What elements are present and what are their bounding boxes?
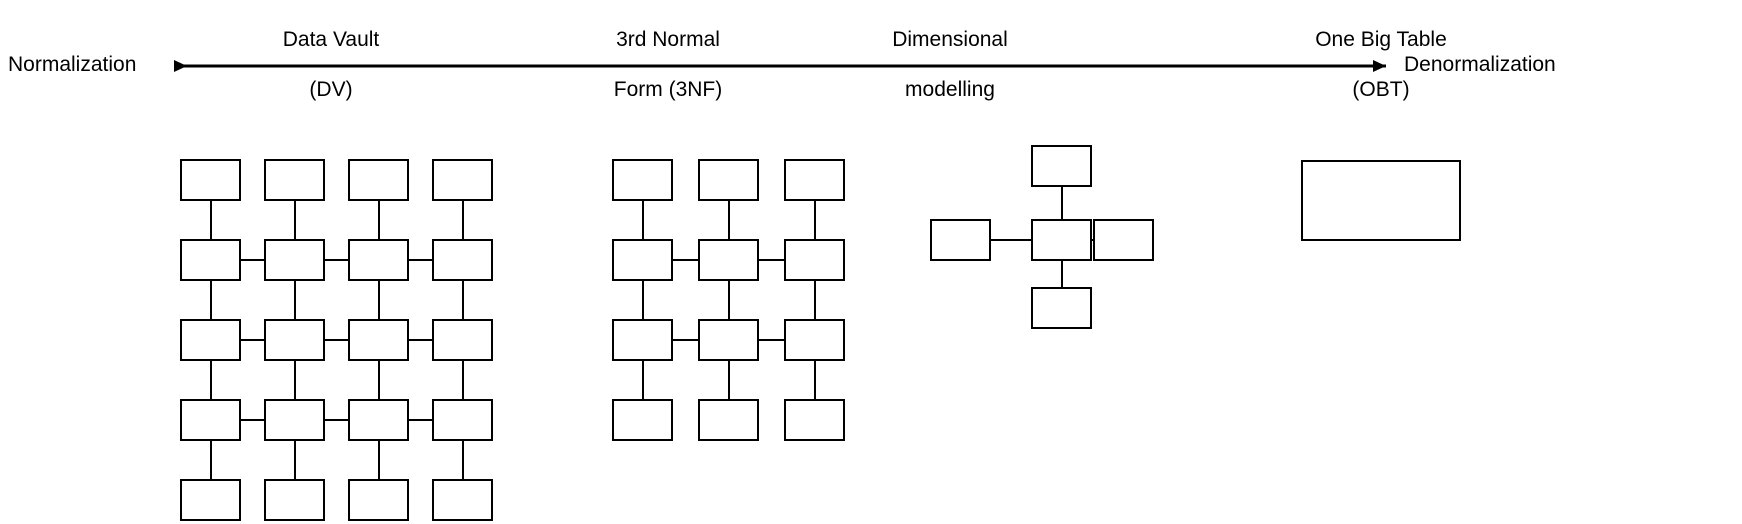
entity-box <box>432 239 493 281</box>
dimension-box-right <box>1093 219 1154 261</box>
edge-horizontal <box>325 339 348 341</box>
edge-horizontal <box>759 259 784 261</box>
column-caption-third-normal-form: 3rd Normal Form (3NF) <box>538 2 798 127</box>
edge-horizontal <box>241 259 264 261</box>
edge-vertical <box>378 201 380 239</box>
edge-vertical <box>462 441 464 479</box>
entity-box <box>264 399 325 441</box>
entity-box <box>264 239 325 281</box>
edge-horizontal <box>325 419 348 421</box>
entity-box <box>612 159 673 201</box>
entity-box <box>432 479 493 521</box>
edge-horizontal-left <box>991 239 1031 241</box>
edge-vertical <box>294 361 296 399</box>
entity-box <box>698 159 759 201</box>
edge-vertical <box>642 361 644 399</box>
entity-box <box>180 479 241 521</box>
entity-box <box>180 319 241 361</box>
entity-box <box>348 479 409 521</box>
edge-vertical <box>294 201 296 239</box>
entity-box <box>264 319 325 361</box>
entity-box <box>348 399 409 441</box>
edge-horizontal <box>673 259 698 261</box>
dimension-box-left <box>930 219 991 261</box>
entity-box <box>348 319 409 361</box>
edge-vertical <box>294 441 296 479</box>
edge-vertical <box>728 281 730 319</box>
edge-vertical <box>210 361 212 399</box>
entity-box <box>784 239 845 281</box>
entity-box <box>348 159 409 201</box>
edge-horizontal <box>409 339 432 341</box>
edge-horizontal-right <box>1092 239 1093 241</box>
edge-vertical <box>642 201 644 239</box>
entity-box <box>264 159 325 201</box>
entity-box <box>784 399 845 441</box>
edge-vertical <box>728 361 730 399</box>
caption-line-1: Dimensional <box>892 28 1008 51</box>
caption-line-1: 3rd Normal <box>616 28 720 51</box>
caption-line-2: modelling <box>905 78 995 101</box>
caption-line-2: (DV) <box>309 78 353 101</box>
entity-box <box>432 399 493 441</box>
caption-line-2: (OBT) <box>1352 78 1410 101</box>
edge-horizontal <box>325 259 348 261</box>
edge-horizontal <box>241 339 264 341</box>
entity-box <box>612 239 673 281</box>
caption-line-2: Form (3NF) <box>613 78 723 101</box>
axis-label-denormalization: Denormalization <box>1404 53 1556 76</box>
edge-vertical <box>378 361 380 399</box>
one-big-table-box <box>1301 160 1461 241</box>
entity-box <box>784 159 845 201</box>
column-caption-dimensional-modelling: Dimensional modelling <box>820 2 1080 127</box>
entity-box <box>612 399 673 441</box>
entity-box <box>180 239 241 281</box>
entity-box <box>698 239 759 281</box>
dimension-box-top <box>1031 145 1092 187</box>
edge-vertical-top <box>1061 187 1063 219</box>
caption-line-1: One Big Table <box>1315 28 1447 51</box>
edge-horizontal <box>673 339 698 341</box>
entity-box <box>784 319 845 361</box>
edge-vertical <box>814 281 816 319</box>
entity-box <box>180 399 241 441</box>
dimension-box-bottom <box>1031 287 1092 329</box>
axis-label-normalization: Normalization <box>8 53 137 76</box>
edge-vertical <box>814 361 816 399</box>
fact-table-box <box>1031 219 1092 261</box>
edge-vertical <box>294 281 296 319</box>
edge-vertical-bottom <box>1061 261 1063 287</box>
edge-horizontal <box>759 339 784 341</box>
entity-box <box>432 319 493 361</box>
column-caption-one-big-table: One Big Table (OBT) <box>1251 2 1511 127</box>
column-caption-data-vault: Data Vault (DV) <box>201 2 461 127</box>
edge-vertical <box>462 281 464 319</box>
caption-line-1: Data Vault <box>282 28 380 51</box>
entity-box <box>180 159 241 201</box>
edge-vertical <box>462 201 464 239</box>
entity-box <box>612 319 673 361</box>
edge-vertical <box>642 281 644 319</box>
entity-box <box>432 159 493 201</box>
edge-vertical <box>378 281 380 319</box>
entity-box <box>264 479 325 521</box>
edge-vertical <box>210 201 212 239</box>
edge-vertical <box>462 361 464 399</box>
edge-vertical <box>210 441 212 479</box>
edge-horizontal <box>409 419 432 421</box>
edge-vertical <box>814 201 816 239</box>
edge-horizontal <box>241 419 264 421</box>
entity-box <box>698 319 759 361</box>
edge-vertical <box>210 281 212 319</box>
double-headed-arrow-icon <box>174 60 1386 72</box>
edge-horizontal <box>409 259 432 261</box>
edge-vertical <box>378 441 380 479</box>
entity-box <box>348 239 409 281</box>
edge-vertical <box>728 201 730 239</box>
entity-box <box>698 399 759 441</box>
